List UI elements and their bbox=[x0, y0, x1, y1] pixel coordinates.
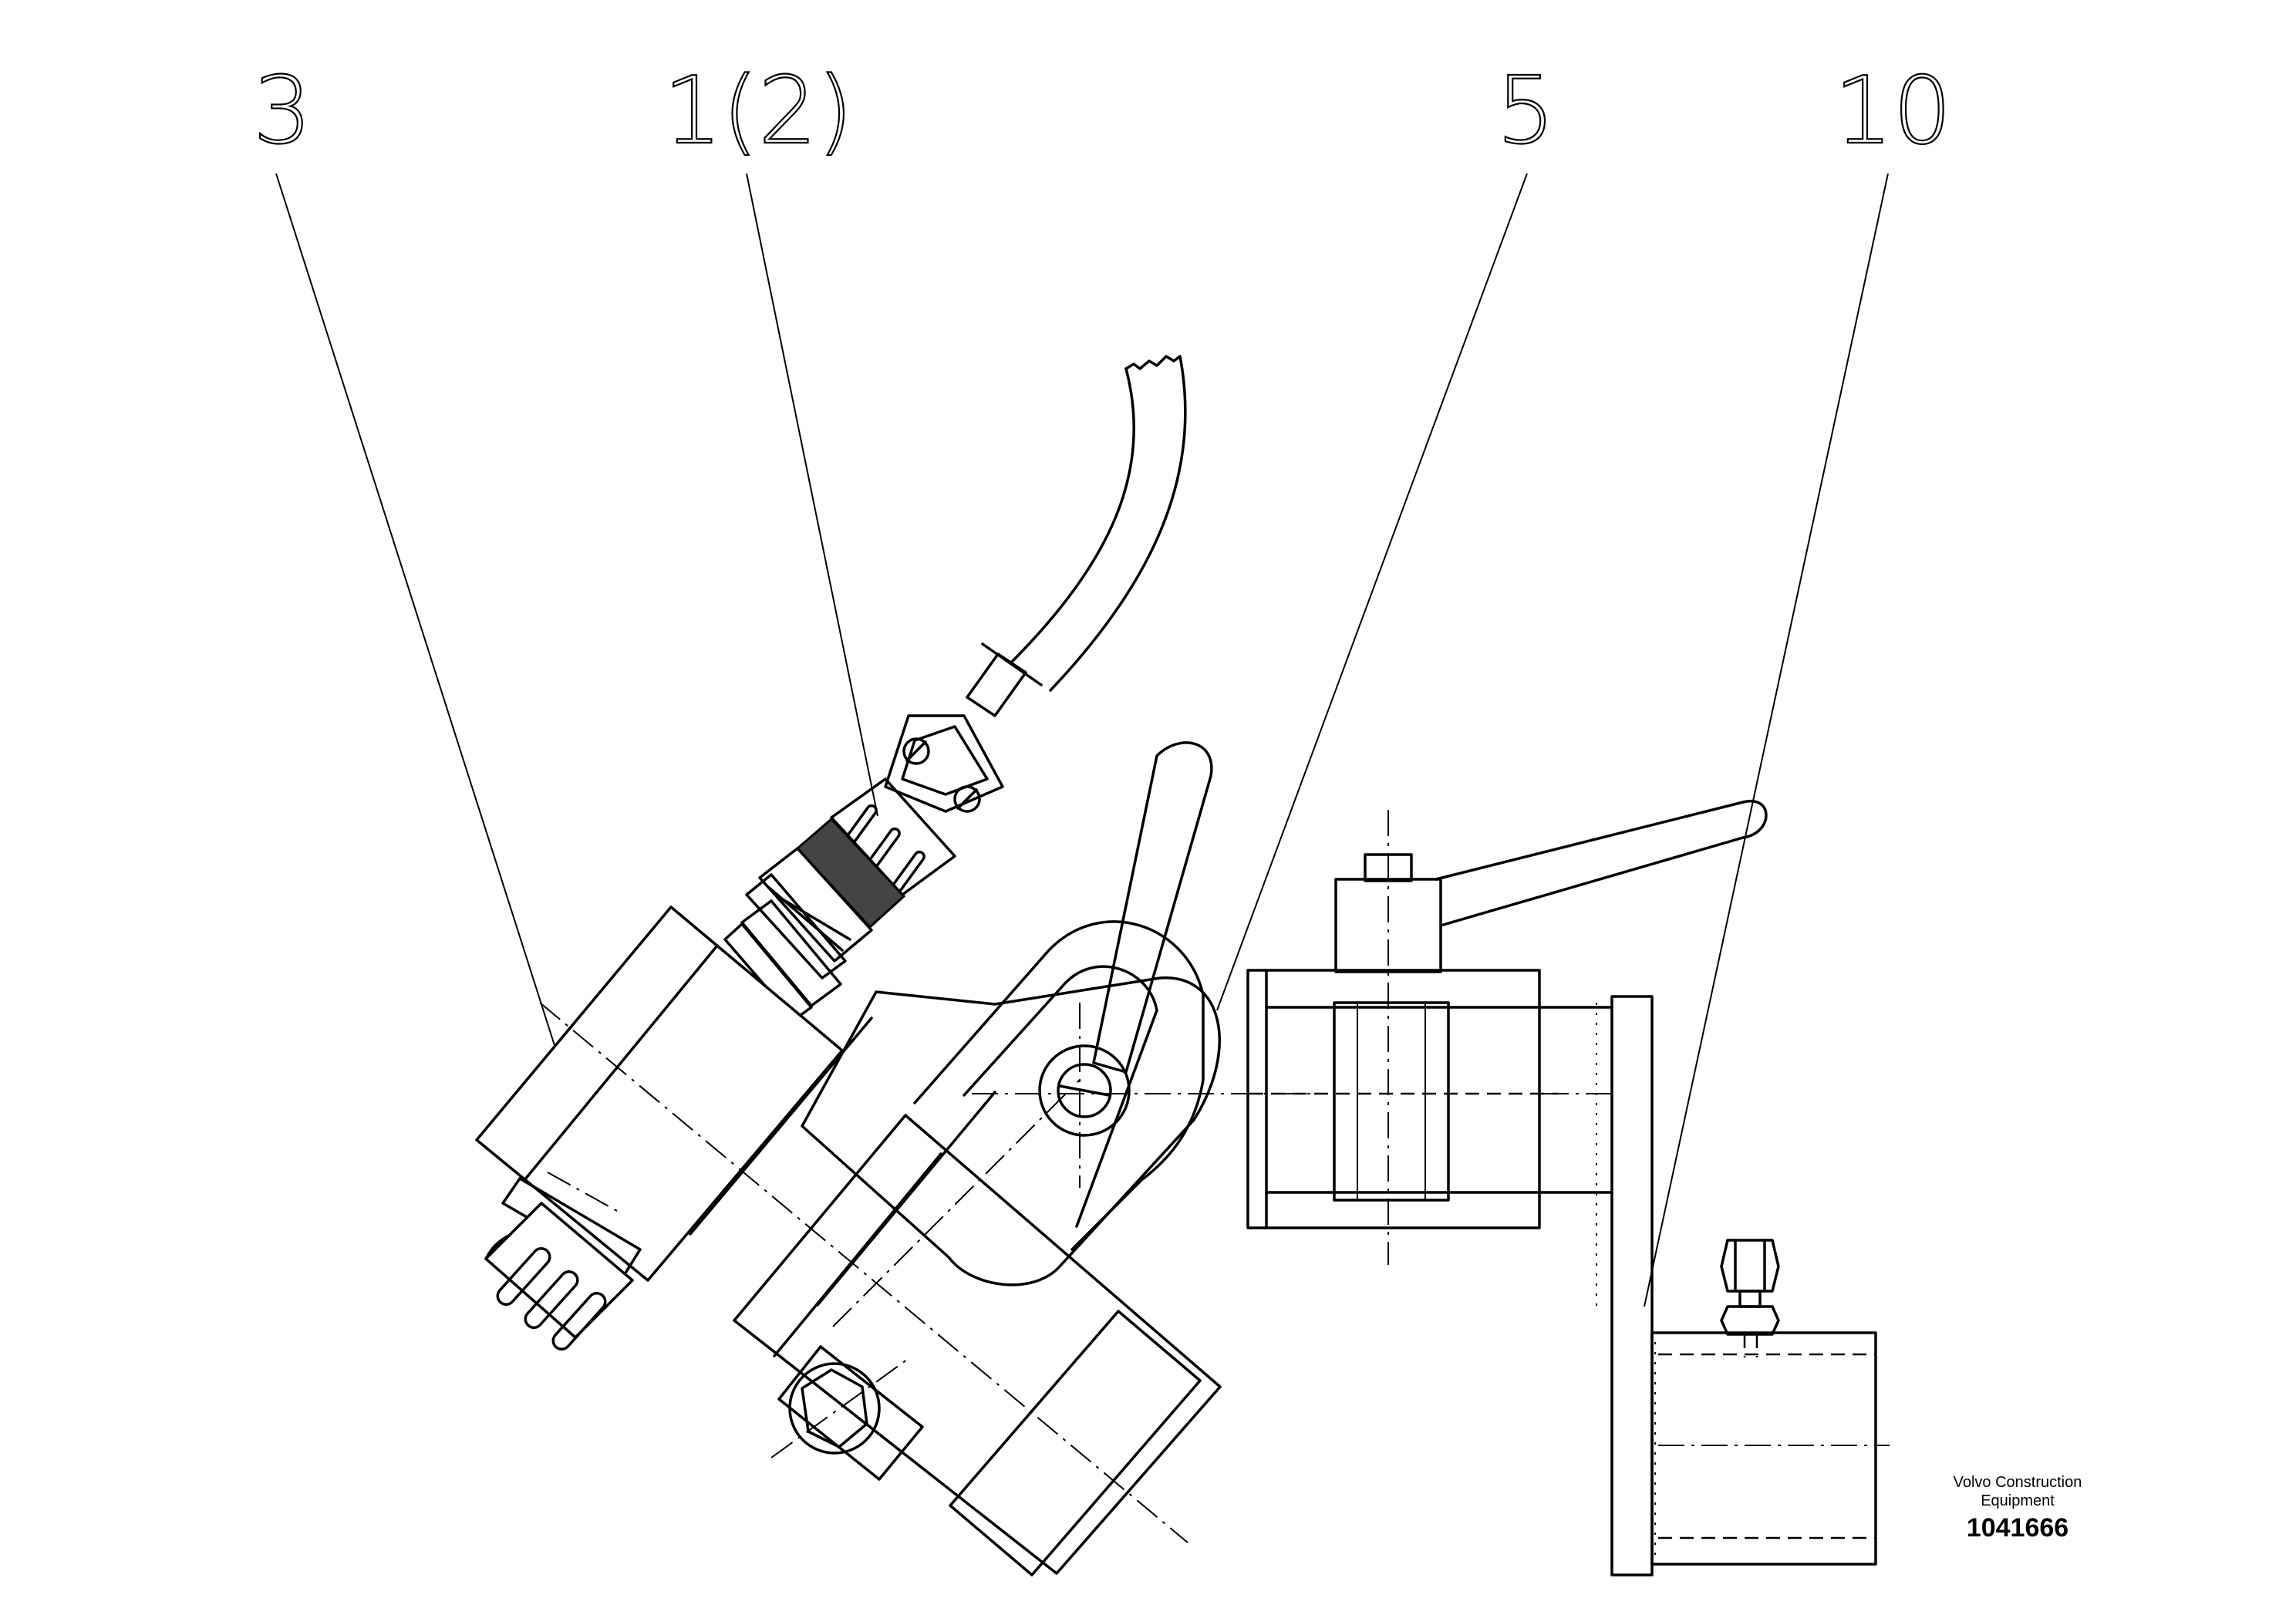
callout-5[interactable]: 5 bbox=[1495, 57, 1556, 166]
connector bbox=[723, 714, 1004, 1021]
cable bbox=[966, 355, 1187, 717]
callout-10[interactable]: 10 bbox=[1833, 57, 1953, 166]
mounting-plate bbox=[1596, 995, 1890, 1576]
leader-5 bbox=[1216, 173, 1528, 1011]
leader-1-2 bbox=[746, 173, 878, 817]
leader-10 bbox=[1644, 173, 1889, 1307]
sensor-housing bbox=[475, 905, 1188, 1543]
stamp-brand-line2: Equipment bbox=[1981, 1492, 2055, 1509]
stamp-number: 1041666 bbox=[1967, 1513, 2068, 1543]
leader-3 bbox=[275, 173, 588, 1150]
stamp-brand-line1: Volvo Construction bbox=[1954, 1474, 2082, 1491]
valve-body bbox=[1246, 799, 1768, 1265]
pipe bbox=[1538, 1006, 1613, 1194]
callout-1-2[interactable]: 1(2) bbox=[663, 57, 855, 166]
leader-lines bbox=[275, 173, 1889, 1307]
title-stamp: Volvo Construction Equipment 1041666 bbox=[1954, 1474, 2082, 1543]
callout-3[interactable]: 3 bbox=[252, 57, 313, 166]
bracket bbox=[801, 741, 1311, 1286]
